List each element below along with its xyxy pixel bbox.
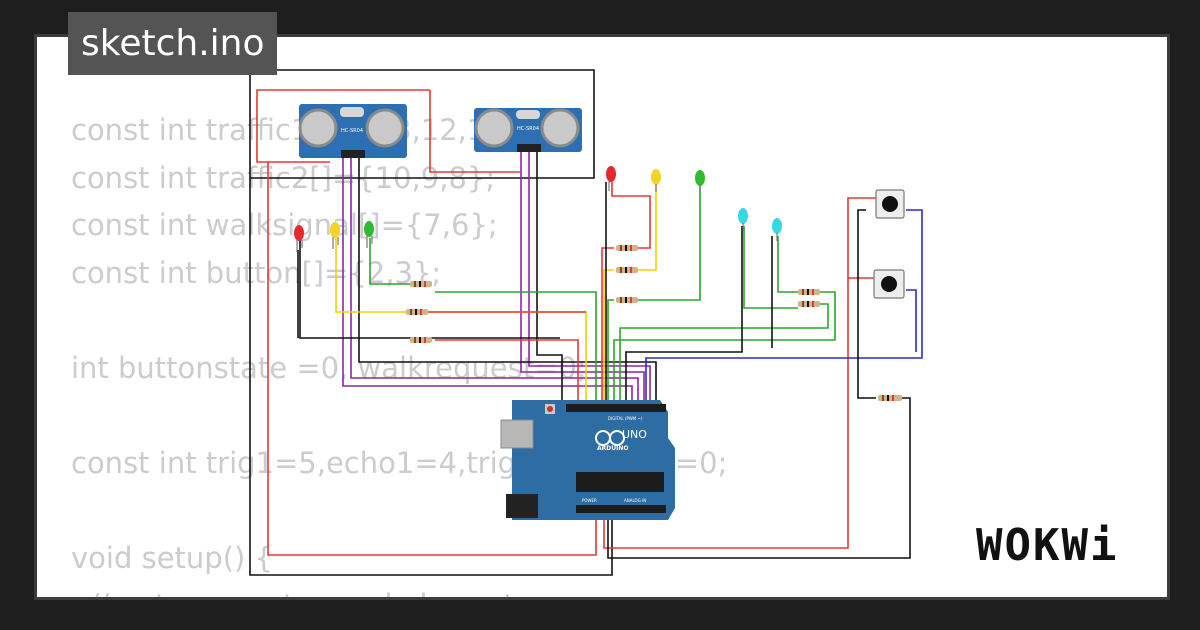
- board-name: UNO: [622, 428, 647, 441]
- resistor: [406, 309, 428, 315]
- sensor-label: HC-SR04: [341, 128, 363, 134]
- led-red-right: [606, 166, 616, 191]
- wokwi-logo: WOKWi: [976, 520, 1119, 571]
- code-line: int buttonstate =0, walkrequest=0;: [71, 350, 587, 385]
- led-green-left: [364, 221, 374, 248]
- led-yellow-right: [651, 169, 661, 192]
- push-button-2: [873, 269, 905, 299]
- ultrasonic-sensor-1: HC-SR04: [298, 104, 407, 158]
- resistor: [798, 301, 820, 307]
- sensor-label: HC-SR04: [517, 126, 539, 132]
- ultrasonic-sensor-2: HC-SR04: [474, 108, 582, 152]
- arduino-uno-board: UNO ARDUINO DIGITAL (PWM ~) ANALOG IN PO…: [500, 400, 675, 520]
- resistor: [616, 297, 638, 303]
- push-button-1: [875, 189, 905, 219]
- analog-label: ANALOG IN: [624, 498, 646, 503]
- resistor: [616, 267, 638, 273]
- digital-label: DIGITAL (PWM ~): [608, 416, 643, 421]
- power-label: POWER: [582, 498, 597, 503]
- led-yellow-left: [330, 222, 340, 249]
- led-red-left: [294, 225, 304, 252]
- resistor: [410, 281, 432, 287]
- resistor: [878, 395, 902, 401]
- resistor: [798, 289, 820, 295]
- resistor: [410, 337, 432, 343]
- led-green-right: [695, 170, 705, 193]
- sketch-title: sketch.ino: [68, 12, 278, 75]
- led-cyan-1: [738, 208, 748, 231]
- board-brand: ARDUINO: [597, 445, 628, 452]
- code-line: // put your setup code here, to run once…: [71, 582, 727, 597]
- led-cyan-2: [772, 218, 782, 241]
- resistor: [616, 245, 638, 251]
